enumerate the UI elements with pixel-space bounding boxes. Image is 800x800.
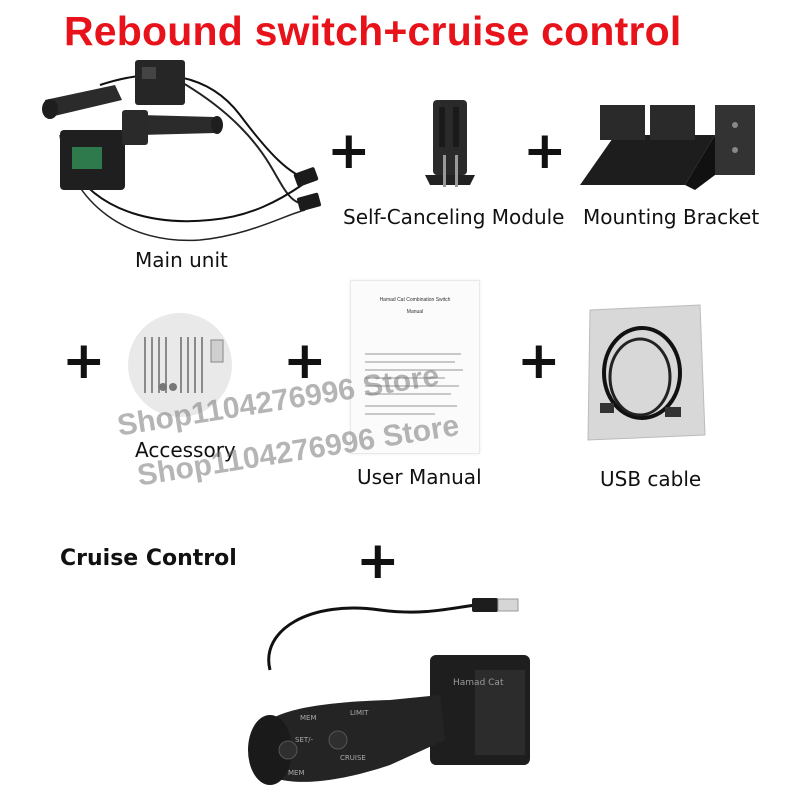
user-manual-label: User Manual <box>357 465 482 489</box>
cruise-control-image: Hamad Cat MEM LIMIT SET/- CRUISE MEM <box>248 598 530 785</box>
usb-cable-label: USB cable <box>600 467 702 491</box>
stalk-label: MEM <box>288 769 305 777</box>
main-unit-image <box>42 60 321 242</box>
manual-subtitle: Manual <box>406 309 424 315</box>
plus-sign: + <box>283 331 327 391</box>
usb-cable-image <box>587 304 706 441</box>
main-unit-label: Main unit <box>135 248 228 272</box>
self-canceling-module-label: Self-Canceling Module <box>343 205 565 229</box>
stalk-label: SET/- <box>295 736 314 744</box>
stalk-label: LIMIT <box>350 709 369 717</box>
plus-sign: + <box>62 331 106 391</box>
accessory-image <box>128 313 232 417</box>
page-title: Rebound switch+cruise control <box>64 8 682 54</box>
stalk-label: MEM <box>300 714 317 722</box>
plus-sign: + <box>523 121 567 181</box>
user-manual-image: Hamad Cat Combination Switch Manual <box>350 280 480 454</box>
self-canceling-module-image <box>425 100 475 187</box>
plus-sign: + <box>356 531 400 591</box>
mounting-bracket-image <box>580 105 755 190</box>
device-side-text: Hamad Cat <box>453 678 504 688</box>
manual-title: Hamad Cat Combination Switch <box>379 297 451 303</box>
plus-sign: + <box>517 331 561 391</box>
cruise-control-label: Cruise Control <box>60 546 237 571</box>
accessory-label: Accessory <box>135 438 236 462</box>
mounting-bracket-label: Mounting Bracket <box>583 205 760 229</box>
plus-sign: + <box>327 121 371 181</box>
stalk-label: CRUISE <box>340 754 366 762</box>
